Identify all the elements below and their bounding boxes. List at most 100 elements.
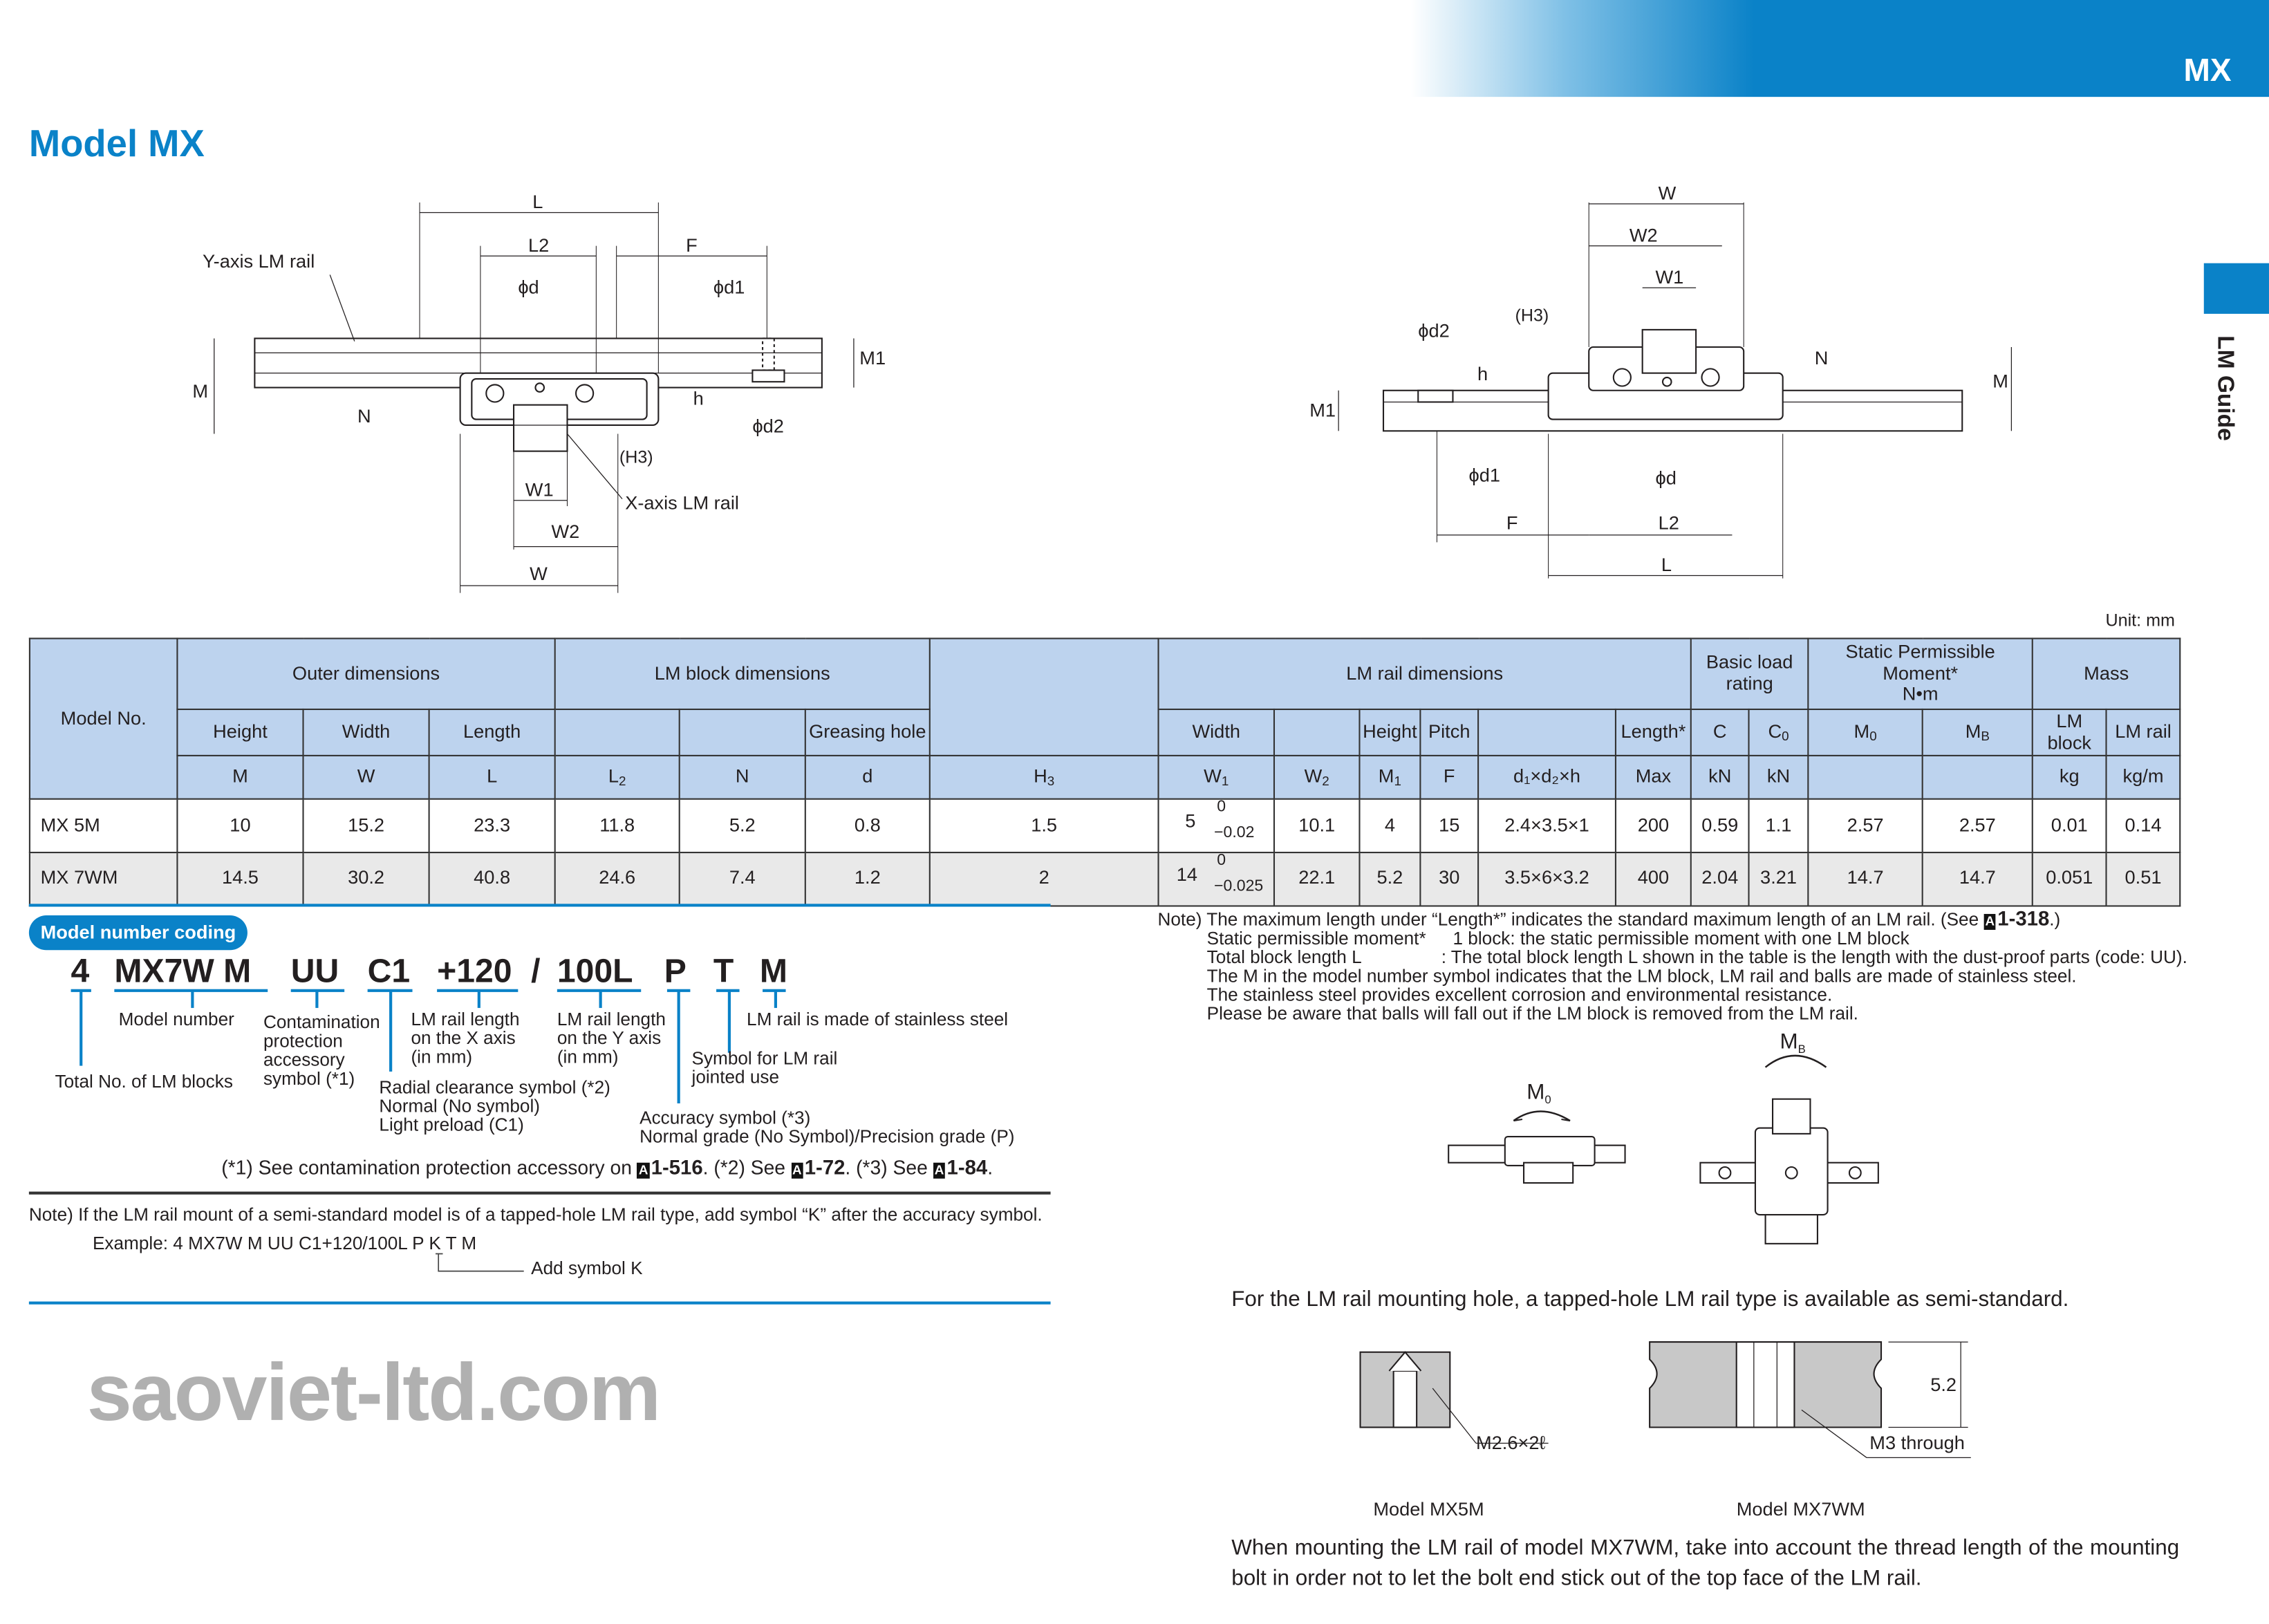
cell: 3.5×6×3.2	[1477, 851, 1616, 907]
sym-dxh: d₁×d₂×h	[1477, 754, 1616, 800]
cell: 14.7	[1807, 851, 1923, 907]
cell: 0.14	[2105, 798, 2181, 853]
cell: 5.2	[1358, 851, 1421, 907]
cell: 22.1	[1273, 851, 1361, 907]
label-stainless: LM rail is made of stainless steel	[747, 1009, 1009, 1030]
hdr-lm-rail: LM rail	[2105, 708, 2181, 756]
dim-phi-d1: ϕd1	[1468, 465, 1500, 486]
sym-blank	[1807, 754, 1923, 800]
sym-kN: kN	[1748, 754, 1809, 800]
sym-kg: kg	[2031, 754, 2107, 800]
code-part: C1	[367, 951, 411, 989]
code-part: /	[531, 951, 541, 989]
mo-label: M0	[1526, 1080, 1551, 1106]
cell: 400	[1614, 851, 1692, 907]
cell: 5.2	[678, 798, 806, 853]
hdr-length: Length	[428, 708, 556, 756]
cell: 15	[1419, 798, 1479, 853]
cell: 0.01	[2031, 798, 2107, 853]
code-part: MX7W M	[114, 951, 252, 989]
dim-M: M	[1992, 371, 2008, 392]
sym-M: M	[176, 754, 304, 800]
hdr-blank	[678, 708, 806, 756]
hdr-greasing: Greasing hole	[804, 708, 931, 756]
cell: 1.2	[804, 851, 931, 907]
hdr-width: Width	[302, 708, 430, 756]
dim-N: N	[1815, 347, 1829, 368]
cell: 30	[1419, 851, 1479, 907]
label-x-length: LM rail length on the X axis (in mm)	[411, 1009, 520, 1067]
cell: 2	[928, 851, 1159, 907]
label-y-length: LM rail length on the Y axis (in mm)	[557, 1009, 666, 1067]
side-tab-label: LM Guide	[2212, 335, 2237, 441]
dim-W2: W2	[1630, 224, 1658, 245]
cell: 3.21	[1748, 851, 1809, 907]
sym-L: L	[428, 754, 556, 800]
side-tab-marker	[2203, 263, 2269, 314]
label-contamination: Contamination protection accessory symbo…	[263, 1012, 380, 1090]
model-coding-badge: Model number coding	[28, 915, 248, 951]
hdr-rail: LM rail dimensions	[1157, 637, 1692, 711]
cell: 23.3	[428, 798, 556, 853]
dim-M: M	[192, 380, 208, 402]
hdr-M0: M0	[1807, 708, 1923, 756]
code-part: T	[713, 951, 734, 989]
sym-W1: W1	[1157, 754, 1276, 800]
hdr-pitch: Pitch	[1419, 708, 1479, 756]
sym-F: F	[1419, 754, 1479, 800]
example-code: Example: 4 MX7W M UU C1+120/100L P K T M	[92, 1233, 477, 1254]
add-symbol-k: Add symbol K	[531, 1258, 643, 1279]
hdr-rail-height: Height	[1358, 708, 1421, 756]
code-part: 100L	[557, 951, 633, 989]
page-title: Model MX	[28, 121, 205, 165]
cell: 11.8	[554, 798, 680, 853]
hdr-outer: Outer dimensions	[176, 637, 556, 711]
hdr-blank	[554, 708, 680, 756]
dim-phi-d: ϕd	[1656, 467, 1677, 489]
unit-label: Unit: mm	[2105, 610, 2175, 631]
mx5-thread-dim: M2.6×2ℓ	[1475, 1431, 1546, 1454]
dim-L: L	[532, 191, 543, 212]
tapped-hole-text: For the LM rail mounting hole, a tapped-…	[1231, 1287, 2069, 1312]
y-rail-label: Y-axis LM rail	[203, 250, 315, 272]
sym-kgm: kg/m	[2105, 754, 2181, 800]
hdr-rail-width: Width	[1157, 708, 1276, 756]
dim-F: F	[1506, 512, 1518, 534]
tapped-hole-drawings	[1359, 1341, 1971, 1459]
cell: 14.5	[176, 851, 304, 907]
sym-kN: kN	[1690, 754, 1750, 800]
add-k-leader	[436, 1253, 524, 1272]
dim-h: h	[1477, 363, 1488, 384]
label-model-number: Model number	[118, 1009, 234, 1030]
dim-W: W	[530, 563, 548, 584]
cell: 10	[176, 798, 304, 853]
label-joint: Symbol for LM rail jointed use	[691, 1048, 838, 1088]
sym-d: d	[804, 754, 931, 800]
dim-phi-d2: ϕd2	[1418, 319, 1449, 341]
cell: 0.59	[1690, 798, 1750, 853]
hdr-blank	[1477, 708, 1616, 756]
hdr-load: Basic load rating	[1690, 637, 1809, 711]
cell: 15.2	[302, 798, 430, 853]
mx7-caption: Model MX7WM	[1736, 1498, 1865, 1520]
code-part: M	[759, 951, 788, 989]
mx5-caption: Model MX5M	[1373, 1498, 1484, 1520]
cell: 7.4	[678, 851, 806, 907]
cell: 2.04	[1690, 851, 1750, 907]
sym-max: Max	[1614, 754, 1692, 800]
mb-label: MB	[1780, 1029, 1806, 1055]
label-total-blocks: Total No. of LM blocks	[55, 1071, 233, 1092]
cell: 2.57	[1921, 798, 2033, 853]
hdr-height: Height	[176, 708, 304, 756]
sym-N: N	[678, 754, 806, 800]
dim-H3: (H3)	[1515, 306, 1549, 325]
dim-M1: M1	[1309, 399, 1336, 420]
hdr-model: Model No.	[28, 637, 178, 800]
dim-L: L	[1661, 554, 1672, 575]
hdr-C0: C0	[1748, 708, 1809, 756]
dim-L2: L2	[528, 234, 549, 256]
code-part: UU	[290, 951, 339, 989]
label-radial-clearance: Radial clearance symbol (*2) Normal (No …	[379, 1077, 610, 1135]
cell-model: MX 7WM	[28, 851, 178, 907]
